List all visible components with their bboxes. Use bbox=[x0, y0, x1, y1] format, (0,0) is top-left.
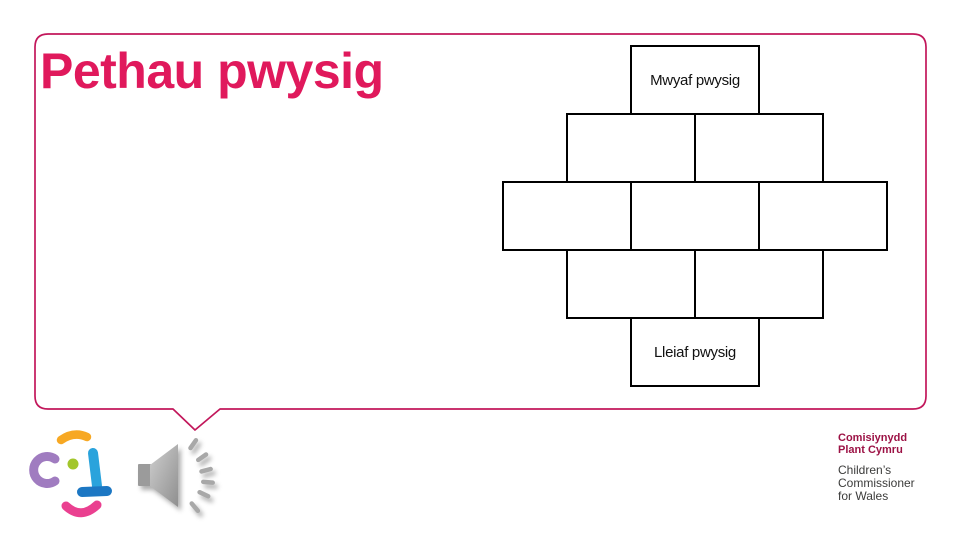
brand-welsh-line2: Plant Cymru bbox=[838, 444, 903, 456]
brand-name-english: Children’s Commissioner for Wales bbox=[838, 464, 956, 503]
diamond-box-5 bbox=[630, 181, 760, 251]
brand-welsh-line1: Comisiynydd bbox=[838, 432, 908, 444]
brand-english-line2: Commissioner bbox=[838, 476, 915, 490]
audio-speaker-icon[interactable] bbox=[130, 435, 225, 517]
page-title: Pethau pwysig bbox=[40, 43, 384, 99]
diamond-box-3 bbox=[694, 113, 824, 183]
diamond-box-4 bbox=[502, 181, 632, 251]
diamond-box-9: Lleiaf pwysig bbox=[630, 317, 760, 387]
footer-branding: Comisiynydd Plant Cymru Children’s Commi… bbox=[838, 432, 956, 503]
brand-english-line3: for Wales bbox=[838, 489, 889, 503]
diamond-box-1: Mwyaf pwysig bbox=[630, 45, 760, 115]
diamond-box-2 bbox=[566, 113, 696, 183]
diamond-box-8 bbox=[694, 249, 824, 319]
diamond-top-label: Mwyaf pwysig bbox=[650, 71, 740, 89]
brand-english-line1: Children’s bbox=[838, 463, 892, 477]
children-commissioner-logo-icon bbox=[29, 430, 112, 518]
diamond-box-7 bbox=[566, 249, 696, 319]
brand-name-welsh: Comisiynydd Plant Cymru bbox=[838, 432, 956, 456]
diamond-box-6 bbox=[758, 181, 888, 251]
diamond-bottom-label: Lleiaf pwysig bbox=[654, 343, 736, 361]
